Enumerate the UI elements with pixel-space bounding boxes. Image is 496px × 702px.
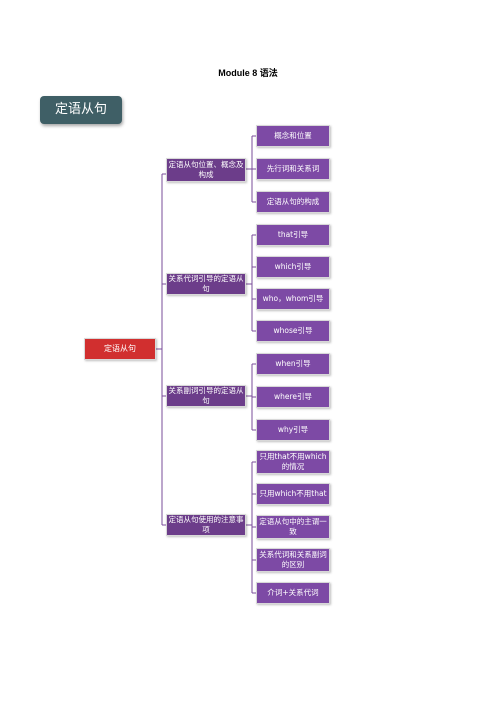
branch-connector-2: [162, 234, 256, 332]
branch-connector-3: [162, 363, 256, 431]
branch-connector-1: [162, 135, 256, 203]
leaf-node: 介词+关系代词: [256, 582, 330, 604]
branch-connector-4: [162, 461, 256, 594]
branch-node-position-concept: 定语从句位置、概念及构成: [166, 158, 246, 182]
leaf-node: which引导: [256, 256, 330, 278]
branch-node-notes: 定语从句使用的注意事项: [166, 514, 246, 536]
leaf-node: 只用which不用that: [256, 483, 330, 505]
leaf-node: 先行词和关系词: [256, 158, 330, 180]
leaf-node: who，whom引导: [256, 288, 330, 310]
leaf-node: where引导: [256, 386, 330, 408]
page-title: Module 8 语法: [218, 68, 278, 78]
leaf-node: 定语从句中的主谓一致: [256, 515, 330, 539]
leaf-node: why引导: [256, 419, 330, 441]
root-connector: [156, 174, 163, 525]
leaf-node: 关系代词和关系副词的区别: [256, 548, 330, 572]
branch-node-relative-pronoun: 关系代词引导的定语从句: [166, 273, 246, 295]
leaf-node: 只用that不用which的情况: [256, 450, 330, 474]
leaf-node: whose引导: [256, 320, 330, 342]
topic-badge: 定语从句: [40, 96, 122, 124]
branch-node-relative-adverb: 关系副词引导的定语从句: [166, 385, 246, 407]
leaf-node: that引导: [256, 224, 330, 246]
leaf-node: 定语从句的构成: [256, 191, 330, 213]
leaf-node: when引导: [256, 353, 330, 375]
root-node: 定语从句: [84, 338, 156, 360]
leaf-node: 概念和位置: [256, 125, 330, 147]
